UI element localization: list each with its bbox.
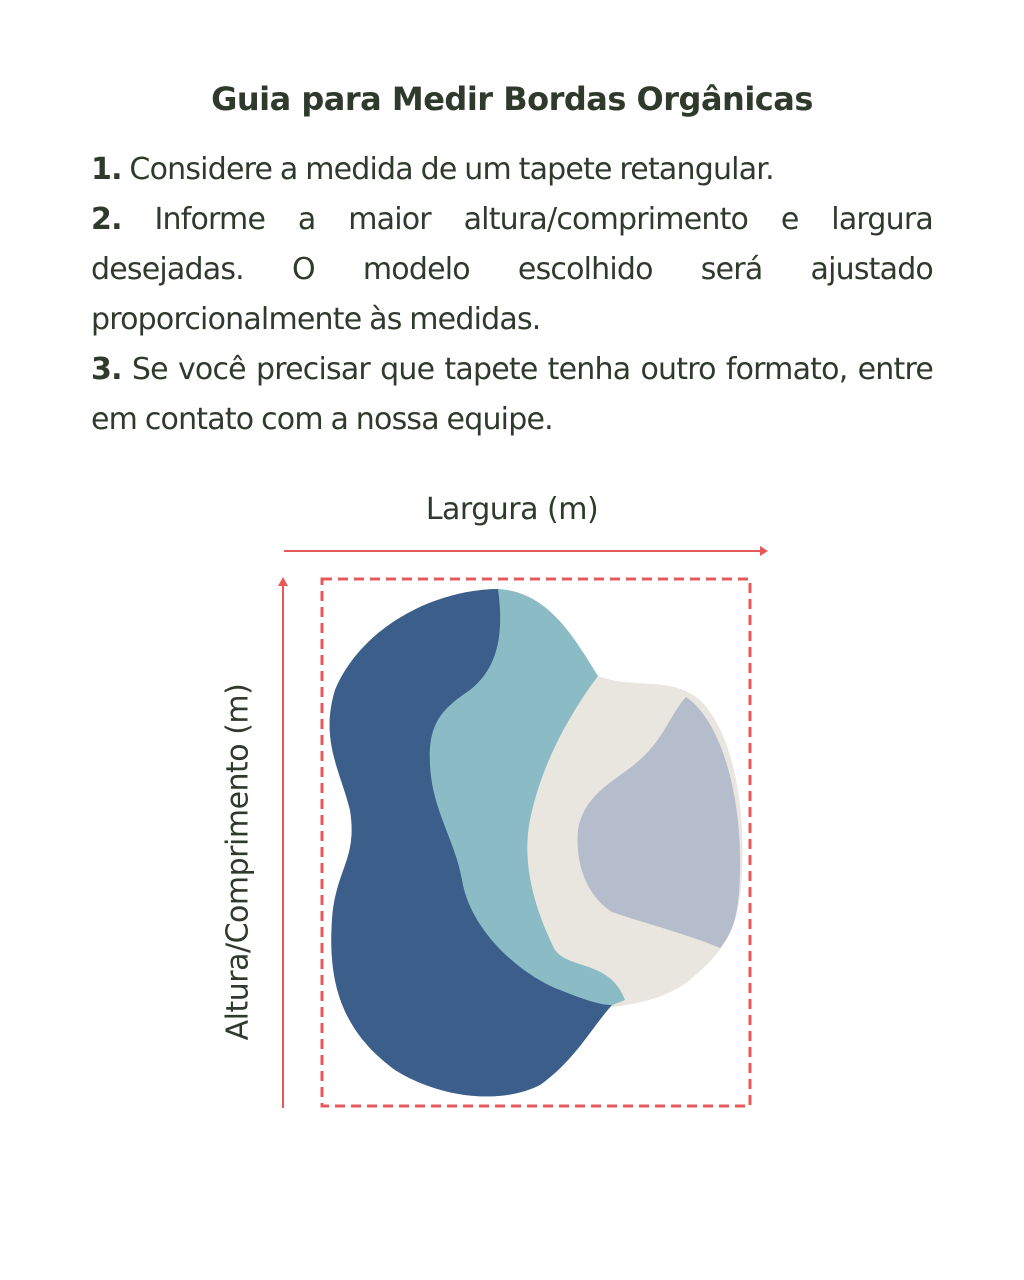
step-1-text: Considere a medida de um tapete retangul… [129, 152, 774, 187]
step-3: 3. Se você precisar que tapete tenha out… [91, 345, 934, 445]
organic-rug [329, 589, 743, 1097]
step-2-number: 2. [91, 202, 122, 237]
width-label: Largura (m) [425, 492, 599, 527]
rug-dark-blue-layer [329, 589, 612, 1097]
step-3-number: 3. [91, 352, 122, 387]
step-1-number: 1. [91, 152, 122, 187]
step-2-text: Informe a maior altura/comprimento e lar… [91, 202, 934, 337]
page-title: Guia para Medir Bordas Orgânicas [211, 80, 813, 118]
bounding-rectangle [320, 577, 752, 1108]
step-2: 2. Informe a maior altura/comprimento e … [91, 195, 934, 345]
step-1: 1. Considere a medida de um tapete retan… [91, 145, 933, 195]
instructions: 1. Considere a medida de um tapete retan… [91, 145, 934, 445]
rug-grey-blue-layer [577, 697, 740, 948]
width-arrow [284, 546, 768, 556]
step-3-text: Se você precisar que tapete tenha outro … [91, 352, 934, 437]
height-arrow [278, 577, 288, 1108]
